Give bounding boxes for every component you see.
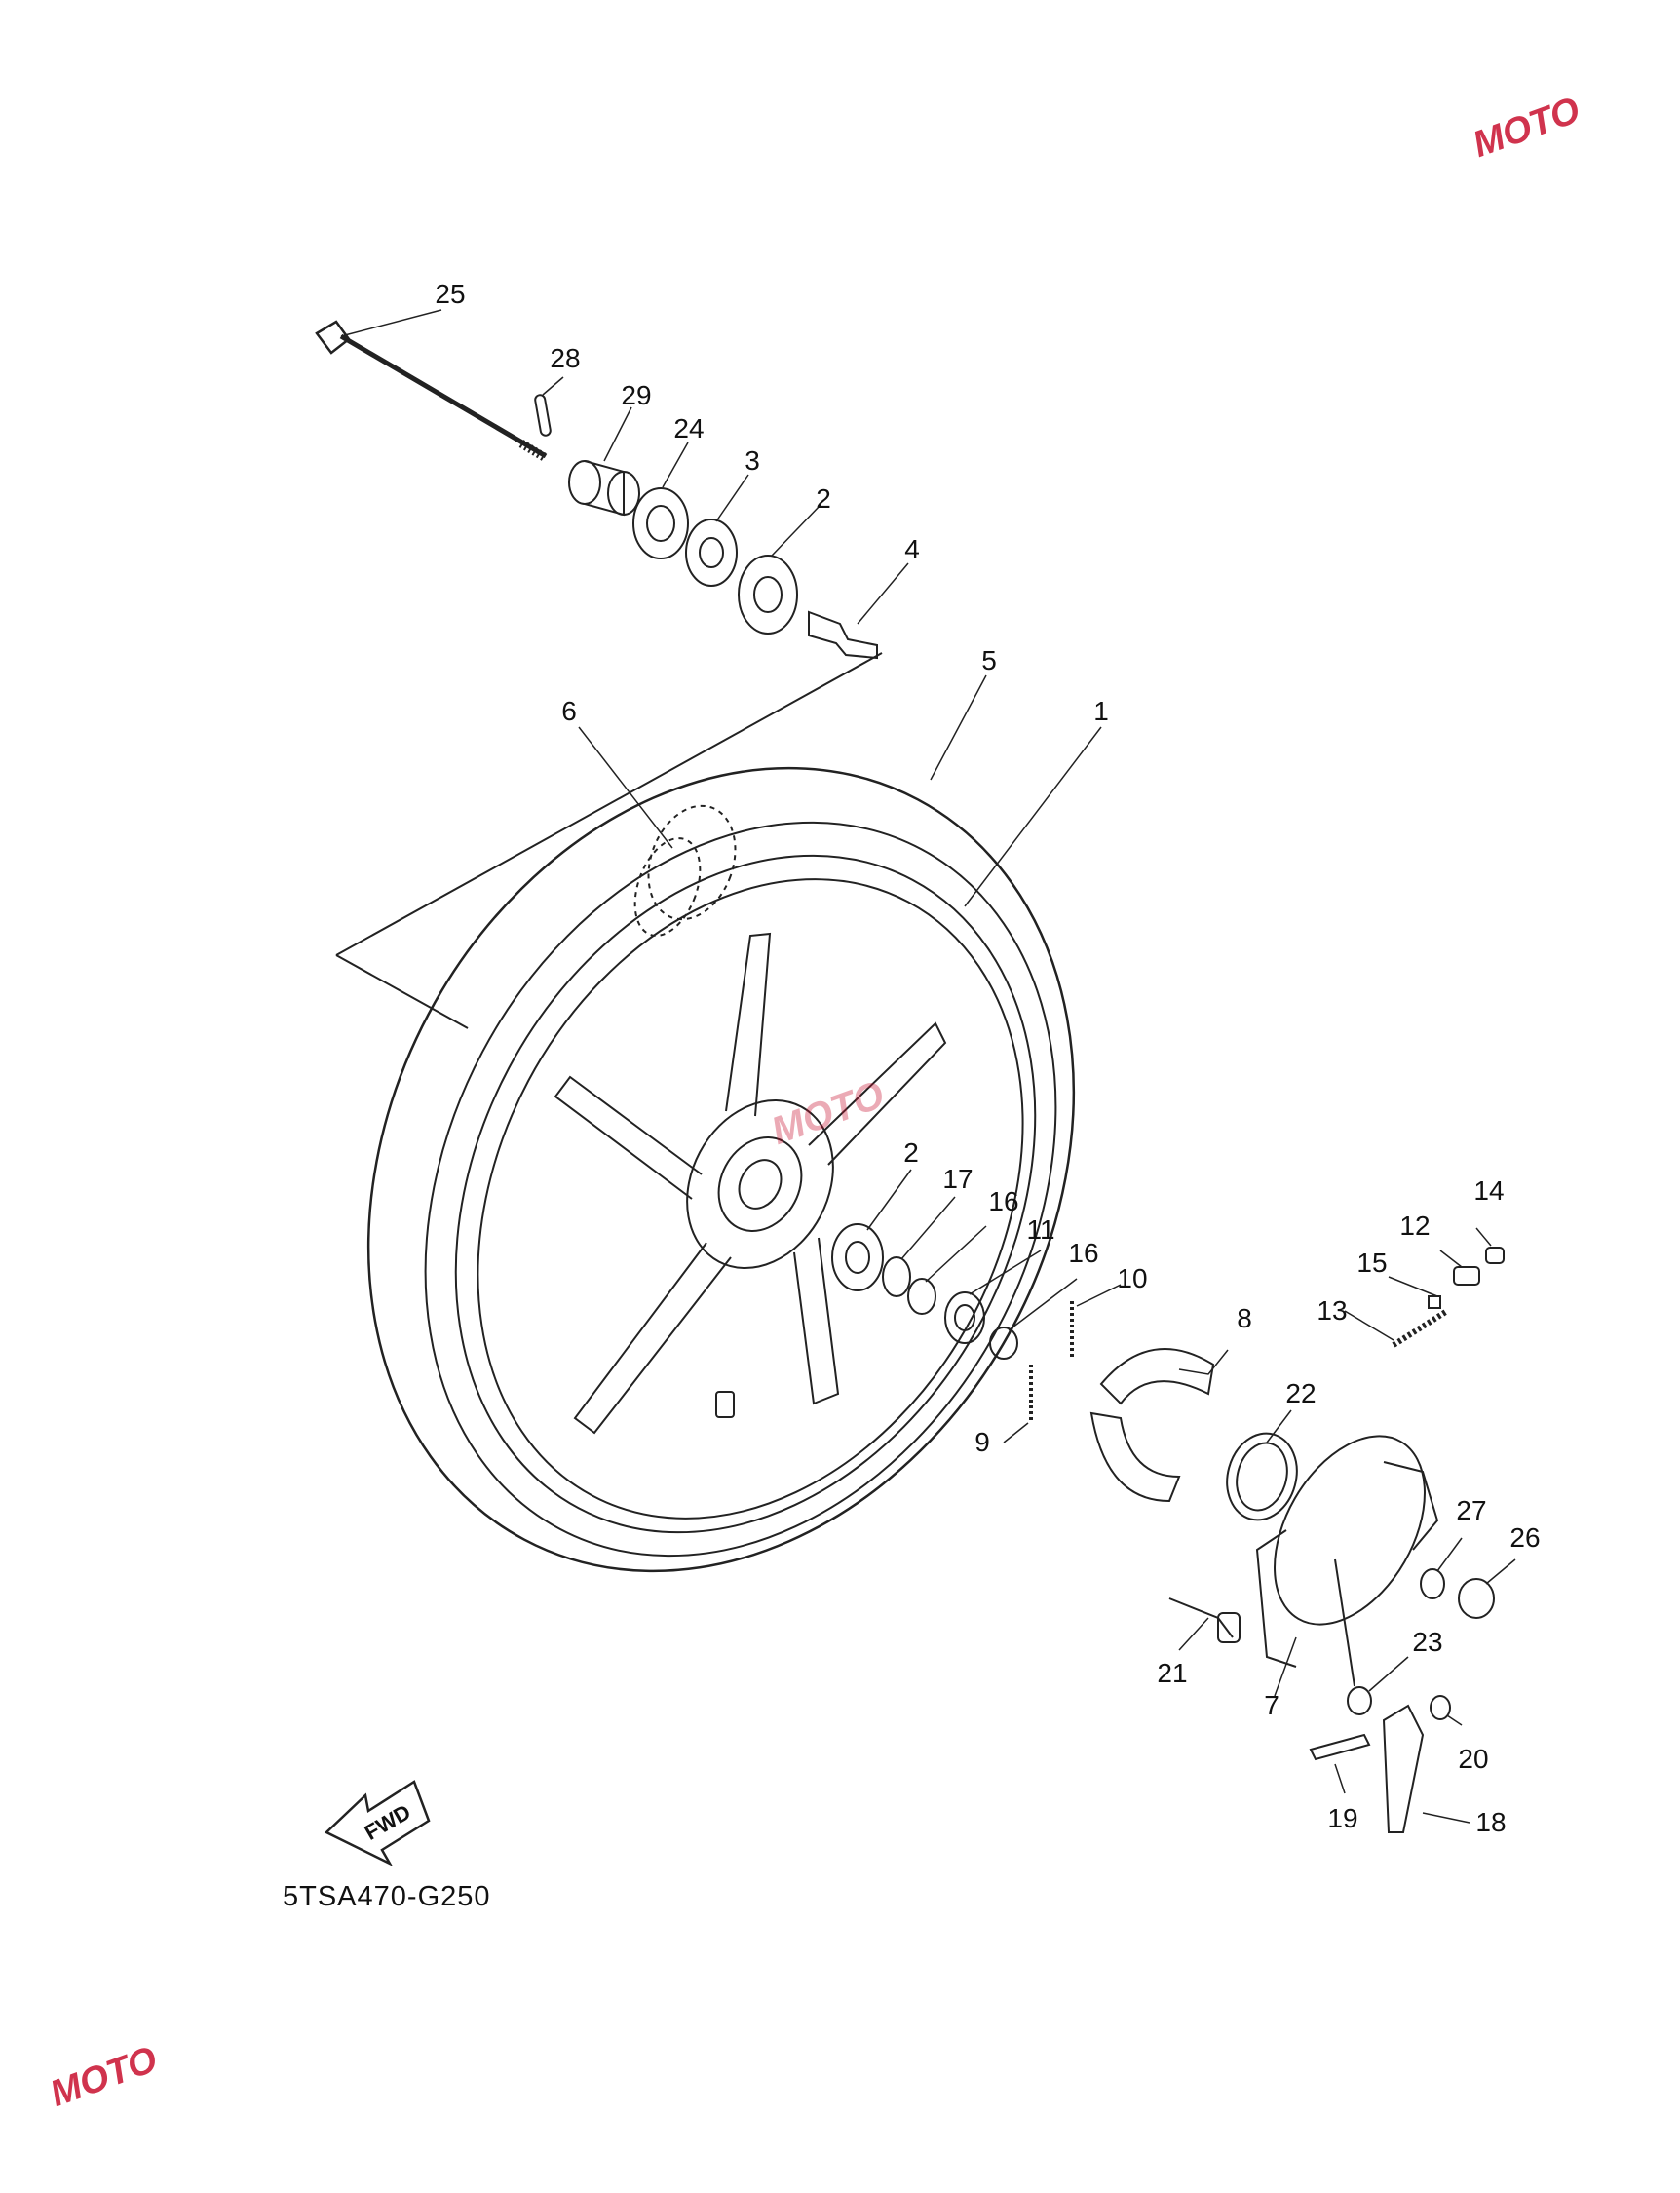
part-label-p2a: 2 (816, 483, 831, 514)
part-label-p3: 3 (745, 445, 760, 476)
part-label-p20: 20 (1458, 1744, 1489, 1774)
part-label-p8: 8 (1237, 1303, 1252, 1333)
part-label-p27: 27 (1456, 1495, 1487, 1525)
hub-parts (831, 1223, 1505, 1833)
part-label-p1: 1 (1093, 696, 1109, 726)
part-label-p7: 7 (1264, 1690, 1279, 1720)
part-label-p22: 22 (1285, 1378, 1317, 1408)
part-label-p16b: 16 (1068, 1238, 1099, 1268)
part-label-p29: 29 (621, 380, 652, 410)
part-label-p18: 18 (1475, 1807, 1507, 1837)
part-label-p12: 12 (1399, 1211, 1431, 1241)
fwd-arrow-icon (324, 1780, 431, 1866)
part-label-p14: 14 (1473, 1175, 1505, 1206)
part-label-p24: 24 (673, 413, 705, 443)
part-label-p15: 15 (1356, 1248, 1388, 1278)
part-label-p26: 26 (1509, 1522, 1541, 1553)
axle-group (315, 320, 883, 956)
part-label-p9: 9 (974, 1427, 990, 1457)
part-label-p16a: 16 (988, 1186, 1019, 1216)
diagram-code: 5TSA470-G250 (283, 1881, 491, 1912)
part-label-p19: 19 (1327, 1803, 1358, 1833)
part-label-p4: 4 (904, 534, 920, 564)
part-label-p25: 25 (435, 279, 466, 309)
part-label-p11: 11 (1026, 1214, 1055, 1245)
part-label-p5: 5 (981, 645, 997, 675)
part-label-p13: 13 (1317, 1295, 1348, 1326)
part-label-p23: 23 (1412, 1627, 1443, 1657)
part-label-p28: 28 (550, 343, 581, 373)
part-label-p2b: 2 (903, 1137, 919, 1168)
part-label-p21: 21 (1157, 1658, 1188, 1688)
part-label-p10: 10 (1117, 1263, 1148, 1293)
wheel (335, 766, 1076, 1573)
part-label-p6: 6 (561, 696, 577, 726)
leader-lines (340, 309, 1516, 1824)
part-label-p17: 17 (942, 1164, 974, 1194)
